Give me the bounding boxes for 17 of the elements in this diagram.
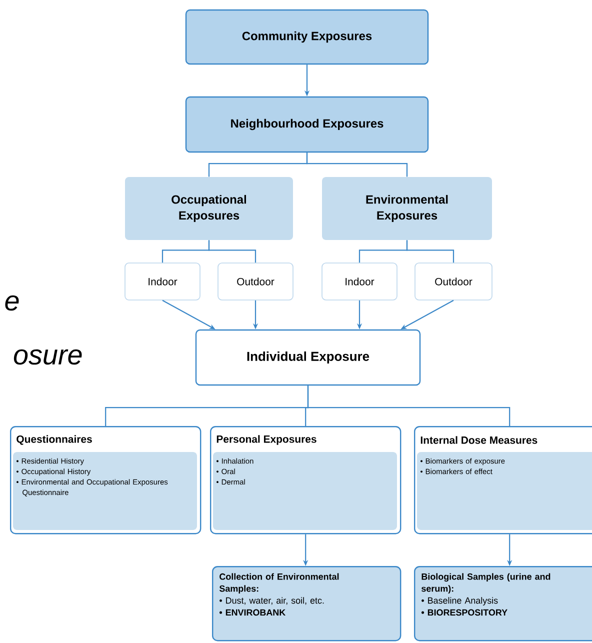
option-box: Indoor [322,262,398,300]
connector-line [208,240,256,263]
slide-text: osure [14,349,82,365]
option-box: Outdoor [414,262,492,300]
sample-box: Biological Samples (urine and serum): • Baseline Analysis • BIORESPOSITORY [414,566,592,642]
category-box: Environmental Exposures [322,177,492,240]
process-box: Community Exposures [185,9,429,65]
connector-line [306,152,408,177]
sample-box: Collection of Environmental Samples: • Dust, water, air, soil, etc. • ENVIROBANK [212,566,402,642]
category-box: Occupational Exposures [125,177,293,240]
process-box: Neighbourhood Exposures [185,96,429,153]
option-box: Indoor [124,262,200,300]
option-box: Outdoor [218,262,294,300]
slide-text: e [5,295,19,311]
connector-line [307,386,510,426]
process-box: Individual Exposure [195,329,421,386]
connector-line [406,240,454,263]
